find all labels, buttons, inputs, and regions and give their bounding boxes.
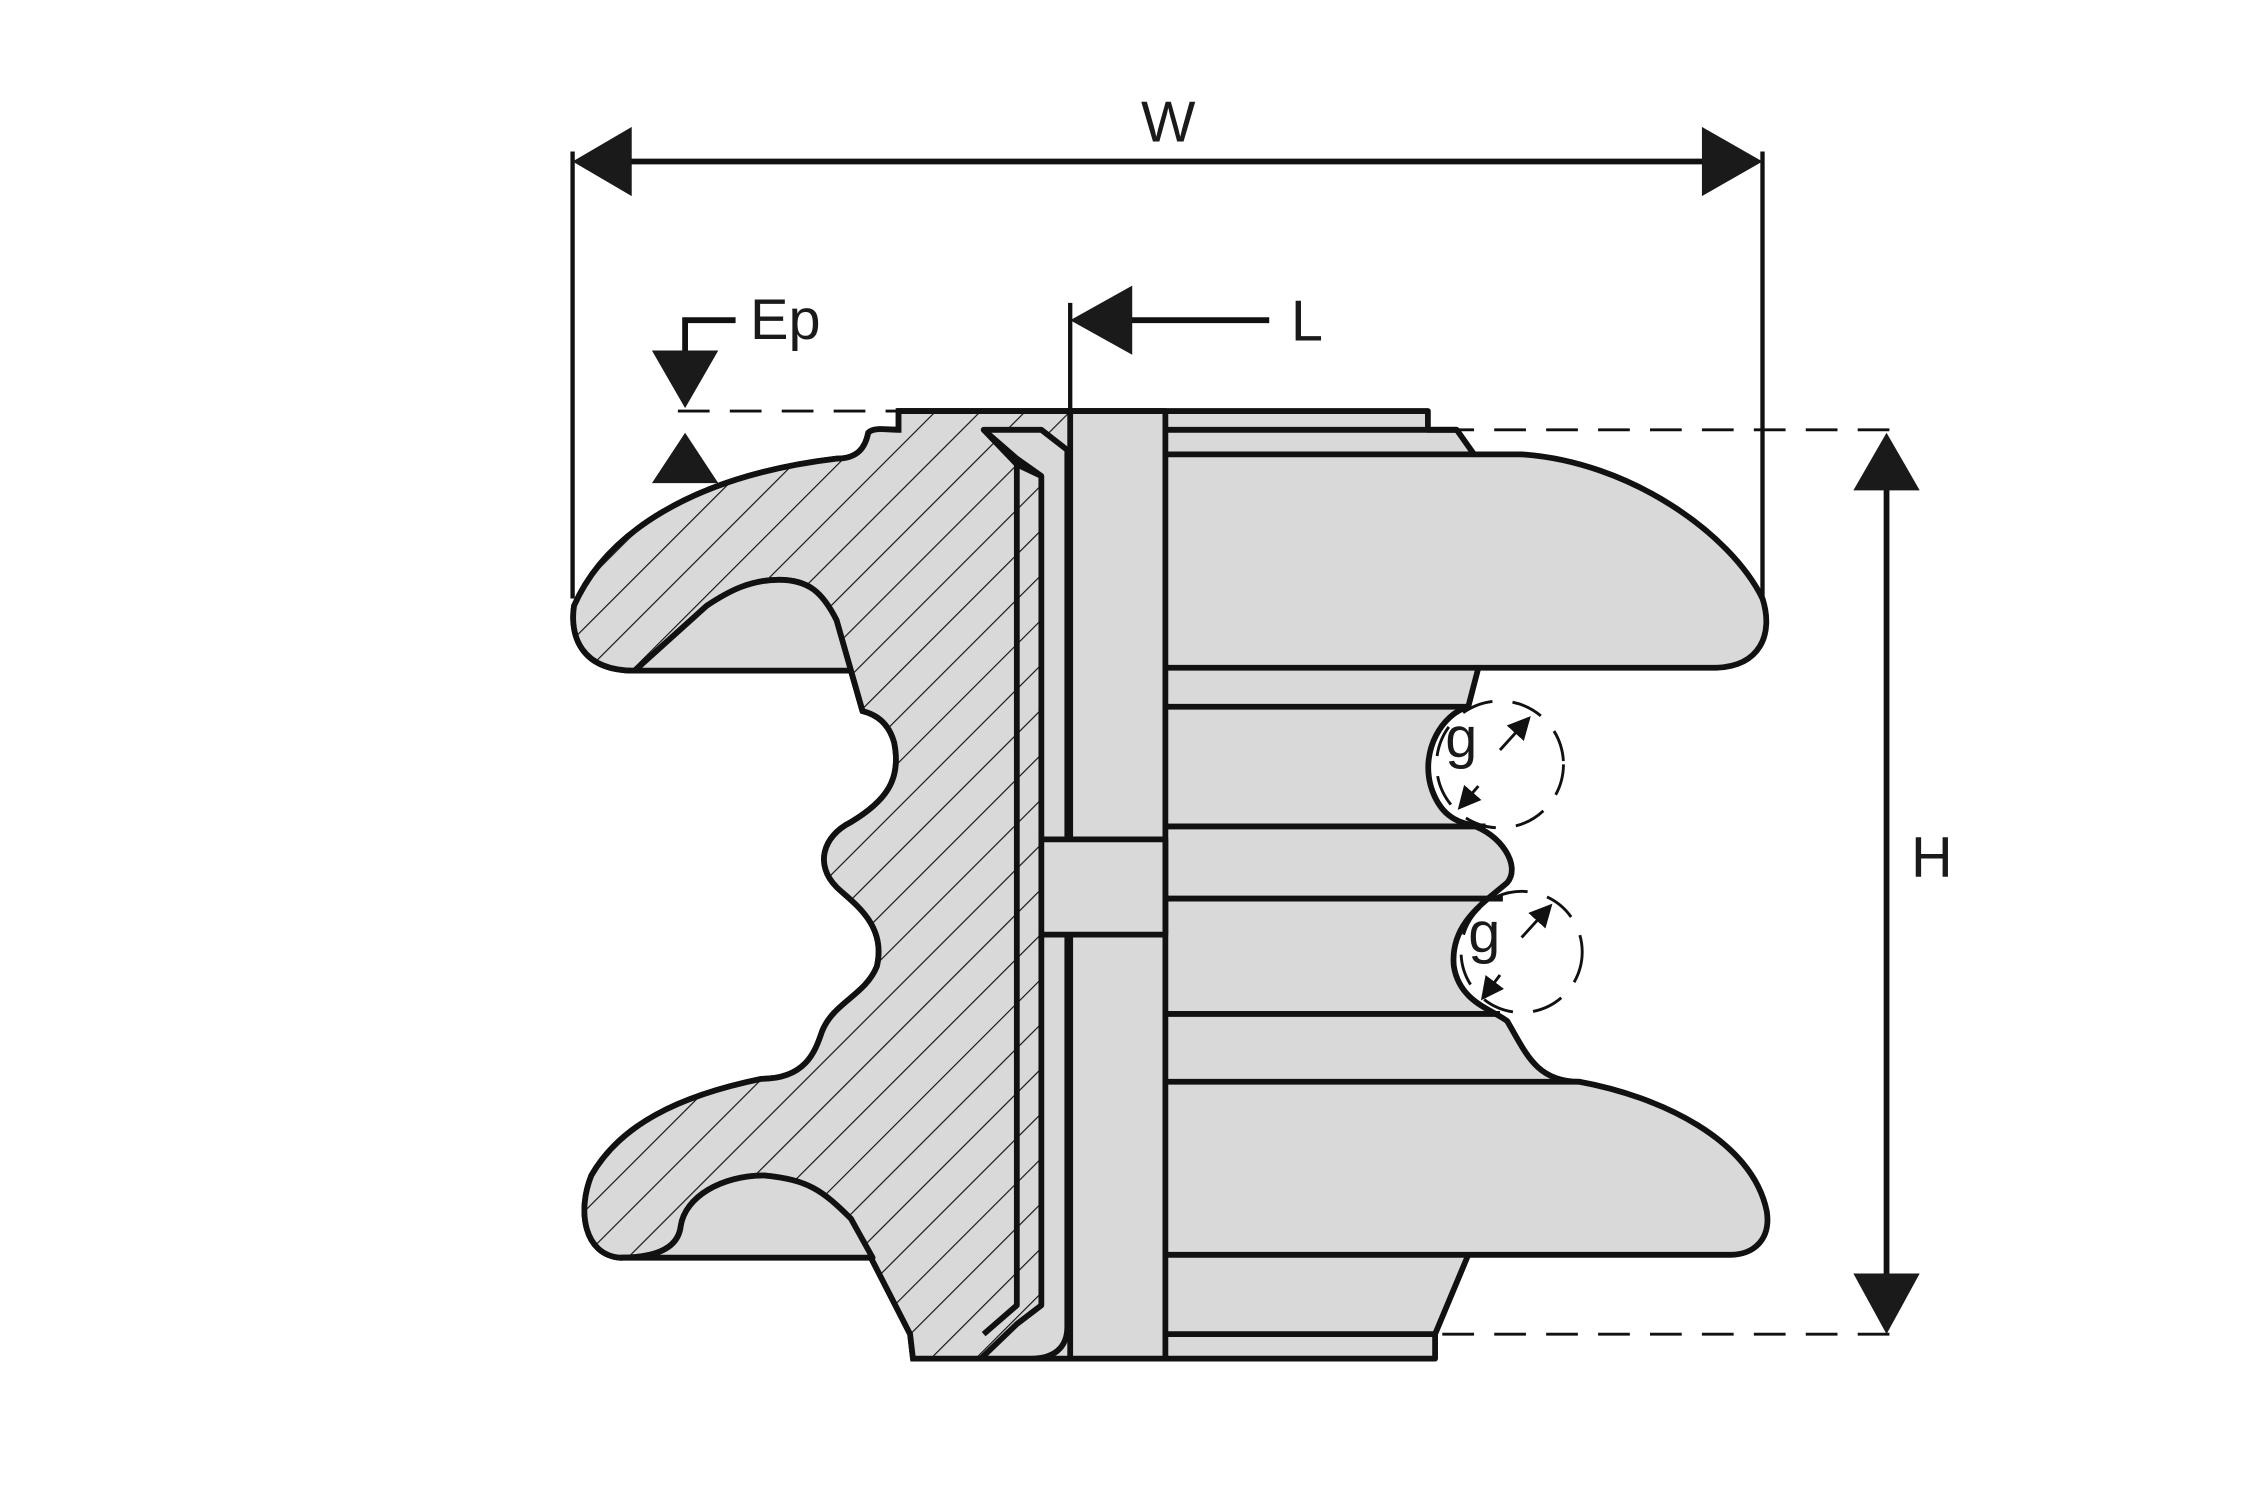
thickness-dimension: Ep bbox=[651, 288, 902, 484]
arrow-down-icon bbox=[651, 350, 719, 409]
cross-bar bbox=[1038, 836, 1169, 938]
upper-shed-recess bbox=[631, 576, 866, 714]
lower-shed-recess bbox=[617, 1172, 876, 1261]
arrow-up-icon bbox=[1853, 432, 1920, 491]
width-dimension: W bbox=[570, 90, 1765, 599]
gap-lower-label: g bbox=[1468, 901, 1500, 965]
thickness-label: Ep bbox=[750, 288, 821, 352]
arrow-left-icon bbox=[1070, 285, 1133, 355]
width-label: W bbox=[1141, 90, 1196, 154]
arrow-left-icon bbox=[572, 126, 632, 197]
length-dimension: L bbox=[1068, 285, 1323, 412]
gap-upper-label: g bbox=[1445, 706, 1477, 770]
gap-upper: g bbox=[1435, 699, 1565, 830]
gap-lower: g bbox=[1459, 889, 1584, 1014]
length-label: L bbox=[1291, 289, 1323, 353]
height-dimension: H bbox=[1442, 428, 1953, 1336]
metal-sleeve-lower bbox=[977, 931, 1071, 1362]
arrow-down-icon bbox=[1853, 1273, 1920, 1335]
section-lines bbox=[1165, 426, 1580, 1338]
core-outline bbox=[981, 427, 1020, 1337]
arrow-up-icon bbox=[651, 432, 719, 484]
height-label: H bbox=[1911, 826, 1953, 890]
arrow-right-icon bbox=[1701, 126, 1763, 197]
